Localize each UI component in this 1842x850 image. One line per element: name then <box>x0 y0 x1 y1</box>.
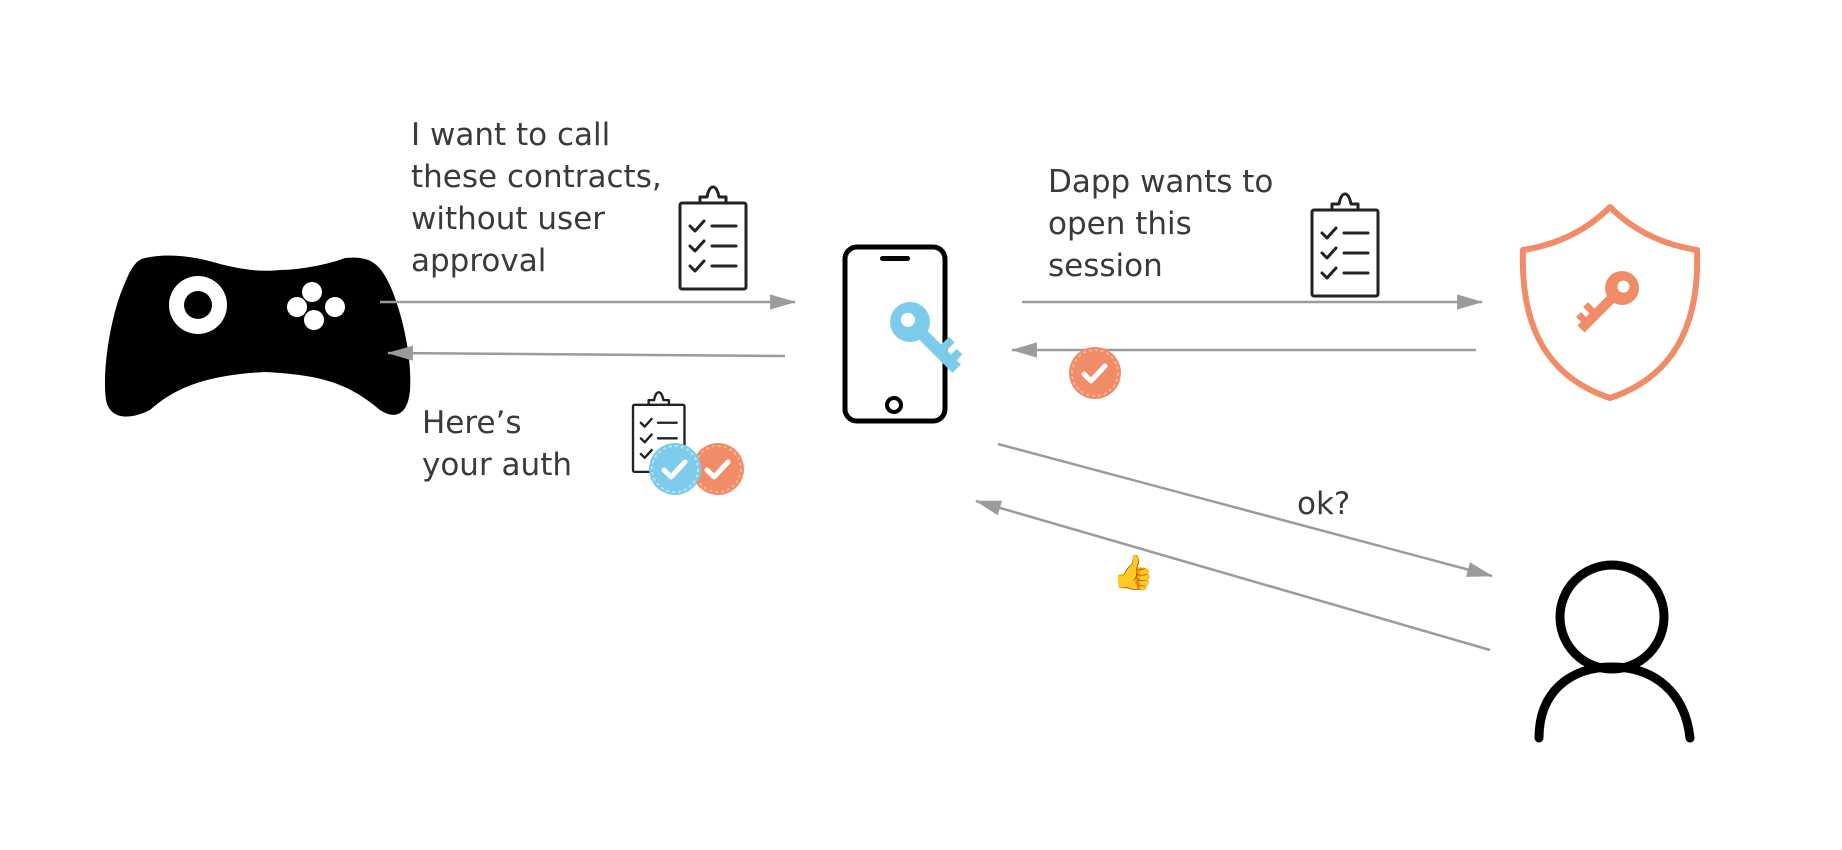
verified-badge-icon <box>1069 347 1121 399</box>
wallet-response-label: Here’s your auth <box>422 405 573 483</box>
clipboard-checklist-icon <box>1310 192 1380 298</box>
thumbs-up-icon: 👍 <box>1112 553 1155 593</box>
verified-badge-icon <box>692 443 744 495</box>
game-controller-icon <box>104 255 411 417</box>
dapp-request-label: I want to call these contracts, without … <box>411 117 662 279</box>
smartphone-key-icon <box>842 244 963 424</box>
user-icon <box>1534 560 1695 743</box>
verified-badge-icon <box>649 443 701 495</box>
user-prompt-label: ok? <box>1297 486 1351 522</box>
shield-key-icon <box>1519 204 1701 401</box>
session-request-label: Dapp wants to open this session <box>1048 164 1274 284</box>
arrow-user-to-wallet <box>974 499 1491 652</box>
arrow-wallet-to-user <box>997 442 1494 578</box>
arrow-wallet-to-dapp <box>386 345 786 361</box>
clipboard-checklist-icon <box>678 185 748 291</box>
